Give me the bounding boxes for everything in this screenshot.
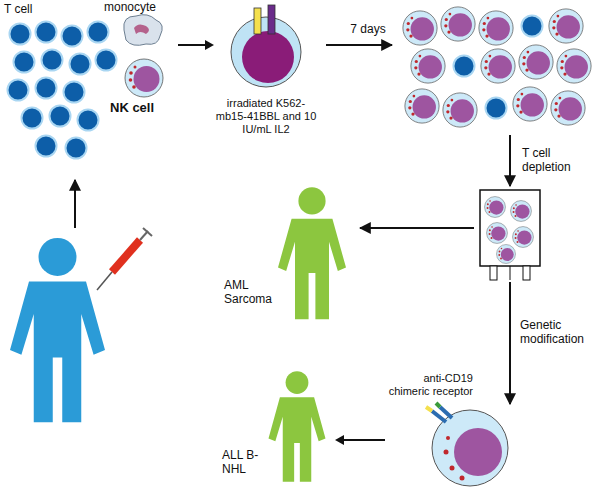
node-label: anti-CD19 chimeric receptor <box>385 372 473 398</box>
patient-figure: AML Sarcoma <box>222 178 350 338</box>
node-label: NK cell <box>110 100 176 116</box>
flow-arrow <box>178 40 214 50</box>
flow-arrow <box>335 435 385 445</box>
step-label: T cell depletion <box>522 146 600 174</box>
node-label: AML Sarcoma <box>224 278 280 306</box>
step-label: 7 days <box>338 22 398 36</box>
node-label: T cell <box>4 2 64 16</box>
step-label: Genetic modification <box>520 318 600 346</box>
blood-cell-group: T cell monocyte NK cell <box>0 0 178 170</box>
node-label: ALL B-NHL <box>222 448 268 476</box>
car-nk-cell: anti-CD19 chimeric receptor <box>385 370 515 488</box>
node-label: monocyte <box>104 0 178 14</box>
feeder-cell: irradiated K562-mb15-41BBL and 10 IU/mL … <box>214 5 318 155</box>
node-label: irradiated K562-mb15-41BBL and 10 IU/mL … <box>214 97 318 136</box>
patient-figure: ALL B-NHL <box>220 362 335 490</box>
